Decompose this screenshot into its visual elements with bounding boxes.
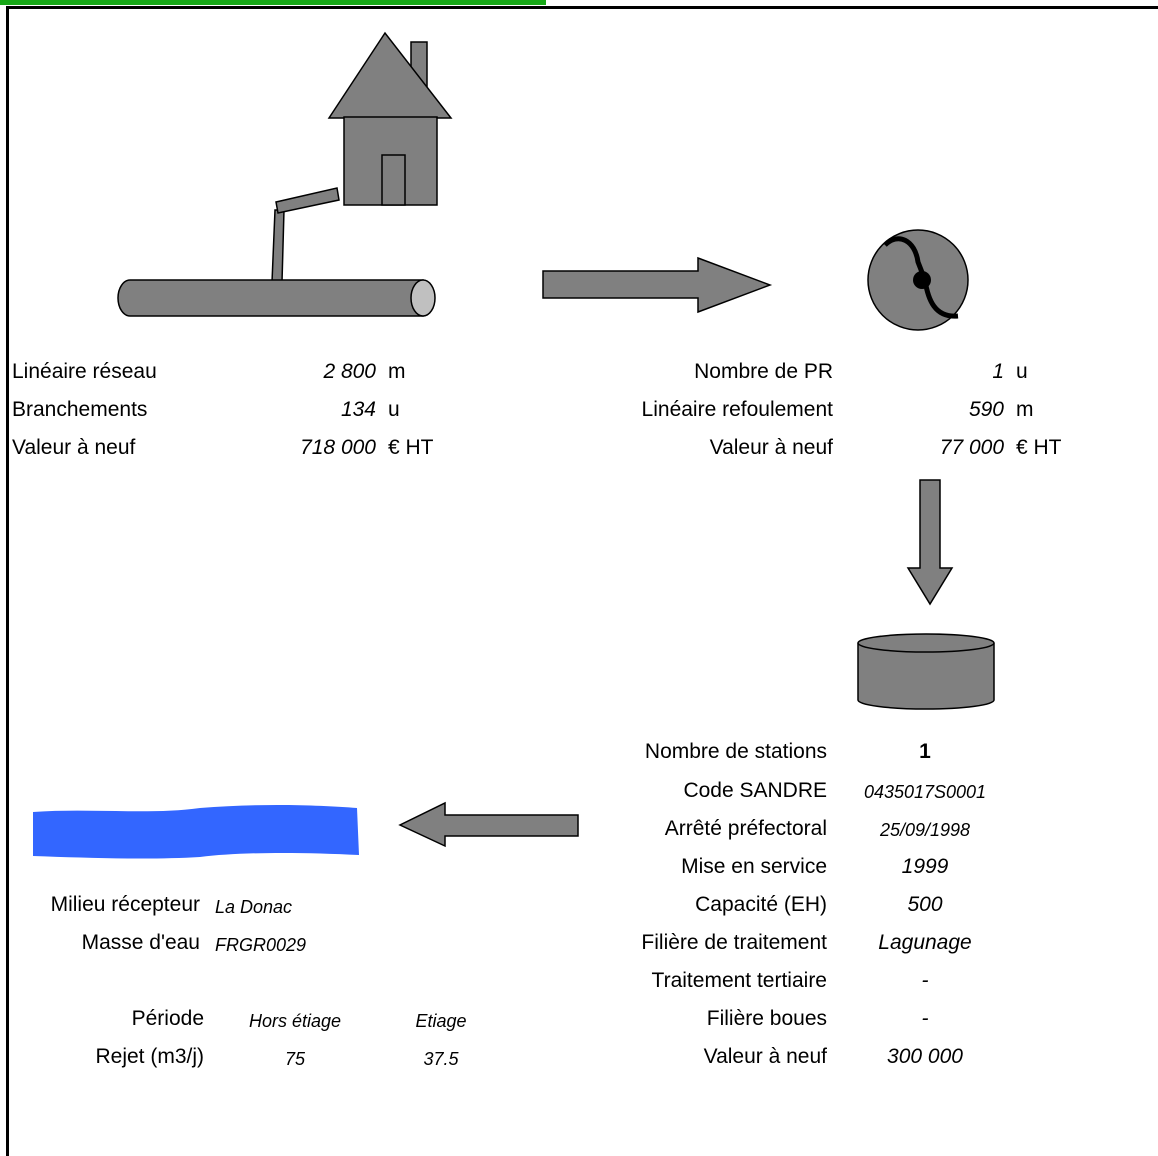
arrow-right-icon: [542, 256, 773, 314]
etiage-header: Etiage: [415, 1011, 467, 1031]
arrow-left-icon: [398, 801, 579, 848]
nombre-stations-label: Nombre de stations: [644, 740, 827, 763]
top-accent-line: [0, 0, 546, 5]
filiere-boues-value: -: [921, 1007, 929, 1030]
pr-valeur-value: 77 000: [939, 436, 1004, 459]
capacite-label: Capacité (EH): [695, 893, 827, 916]
lineaire-reseau-unit: m: [388, 360, 406, 383]
reseau-valeur-value: 718 000: [300, 436, 376, 459]
arrete-label: Arrêté préfectoral: [664, 817, 827, 840]
sewer-pipe-icon: [117, 279, 436, 317]
reseau-valeur-unit: € HT: [388, 436, 434, 459]
connection-pipe-icon: [271, 187, 340, 283]
pr-valeur-label: Valeur à neuf: [709, 436, 833, 459]
refoulement-unit: m: [1016, 398, 1034, 421]
traitement-tertiaire-value: -: [921, 969, 929, 992]
treatment-station-icon: [857, 633, 995, 710]
masse-eau-label: Masse d'eau: [81, 931, 200, 954]
hors-etiage-header: Hors étiage: [248, 1011, 342, 1031]
code-sandre-value: 0435017S0001: [863, 782, 987, 802]
branchements-unit: u: [388, 398, 400, 421]
nombre-pr-value: 1: [992, 360, 1004, 383]
filiere-traitement-label: Filière de traitement: [641, 931, 827, 954]
rejet-etiage-value: 37.5: [423, 1049, 459, 1069]
diagram-frame: [6, 6, 1158, 1156]
filiere-boues-label: Filière boues: [706, 1007, 827, 1030]
station-valeur-value: 300 000: [887, 1045, 963, 1068]
pr-valeur-unit: € HT: [1016, 436, 1062, 459]
reseau-valeur-label: Valeur à neuf: [12, 436, 136, 459]
refoulement-value: 590: [968, 398, 1004, 421]
house-icon: [327, 31, 453, 206]
nombre-stations-value: 1: [919, 740, 931, 763]
rejet-label: Rejet (m3/j): [95, 1045, 204, 1068]
refoulement-label: Linéaire refoulement: [641, 398, 833, 421]
branchements-value: 134: [340, 398, 376, 421]
milieu-recepteur-label: Milieu récepteur: [50, 893, 200, 916]
filiere-traitement-value: Lagunage: [878, 931, 972, 954]
masse-eau-value: FRGR0029: [215, 935, 307, 955]
lineaire-reseau-value: 2 800: [323, 360, 376, 383]
traitement-tertiaire-label: Traitement tertiaire: [651, 969, 827, 992]
mise-en-service-label: Mise en service: [681, 855, 827, 878]
mise-en-service-value: 1999: [901, 855, 949, 878]
branchements-label: Branchements: [12, 398, 148, 421]
arrete-value: 25/09/1998: [879, 820, 971, 840]
capacite-value: 500: [907, 893, 943, 916]
river-icon: [33, 804, 359, 859]
arrow-down-icon: [906, 479, 954, 606]
pump-icon: [867, 229, 969, 331]
periode-label: Période: [131, 1007, 204, 1030]
rejet-hors-etiage-value: 75: [284, 1049, 306, 1069]
nombre-pr-unit: u: [1016, 360, 1028, 383]
lineaire-reseau-label: Linéaire réseau: [12, 360, 157, 383]
station-valeur-label: Valeur à neuf: [703, 1045, 827, 1068]
milieu-recepteur-value: La Donac: [215, 897, 293, 917]
code-sandre-label: Code SANDRE: [683, 779, 827, 802]
nombre-pr-label: Nombre de PR: [694, 360, 833, 383]
